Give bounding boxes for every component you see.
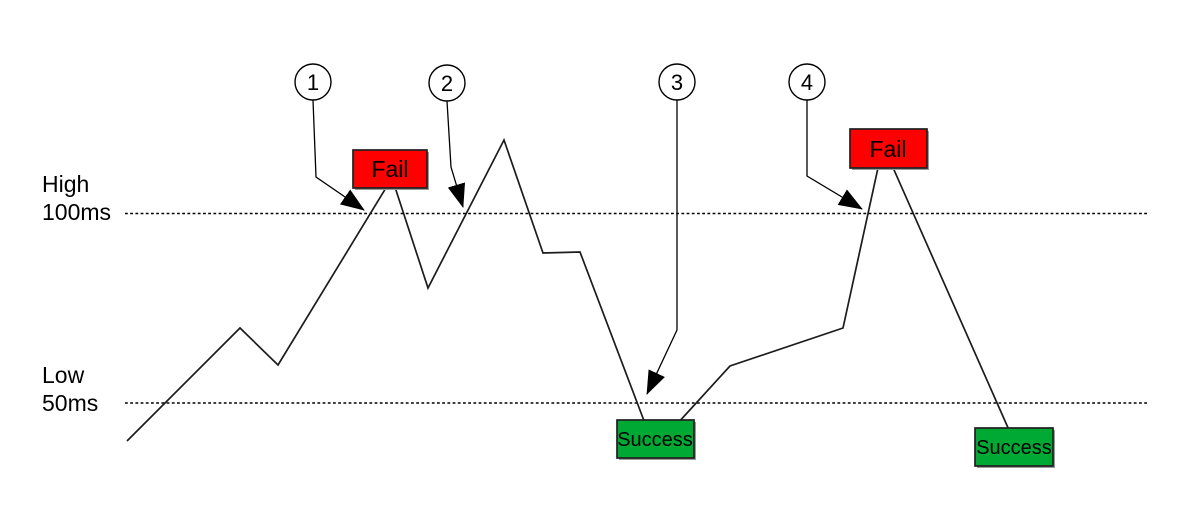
- success-box-2-label: Success: [976, 437, 1052, 459]
- success-box-2-rect: [974, 427, 1054, 467]
- fail-box-1: Fail: [352, 149, 429, 190]
- callout-2-pointer-line: [446, 100, 466, 208]
- fail-box-1-label: Fail: [371, 156, 408, 182]
- high-threshold-label-line1: High: [42, 171, 89, 197]
- fail-box-2-label: Fail: [869, 136, 906, 162]
- callout-1-number: 1: [307, 70, 319, 95]
- success-box-2: Success: [974, 427, 1055, 468]
- callout-2-circle: [428, 64, 466, 102]
- callout-1-pointer-line: [312, 99, 365, 211]
- fail-box-2: Fail: [849, 128, 929, 170]
- success-box-1: Success: [616, 419, 696, 460]
- callout-3-pointer-line: [646, 100, 678, 395]
- callout-4-circle: [788, 63, 826, 101]
- high-threshold-label-line2: 100ms: [42, 199, 111, 225]
- callout-4-number: 4: [801, 70, 813, 95]
- low-threshold-label-line2: 50ms: [42, 390, 98, 416]
- callout-1: 1: [294, 63, 365, 211]
- low-threshold-label-line1: Low: [42, 362, 85, 388]
- fail-box-1-rect: [352, 149, 428, 189]
- callout-3-circle: [658, 63, 696, 101]
- callout-3-number: 3: [671, 70, 683, 95]
- callout-4: 4: [788, 63, 863, 210]
- callout-1-circle: [294, 63, 332, 101]
- latency-signal-line: [126, 137, 1010, 442]
- callout-3: 3: [646, 63, 696, 395]
- callout-4-pointer-line: [806, 100, 863, 210]
- callout-2-number: 2: [441, 71, 453, 96]
- callout-2: 2: [428, 64, 466, 208]
- fail-box-2-rect: [849, 128, 928, 169]
- success-box-1-rect: [616, 419, 695, 459]
- success-box-1-label: Success: [617, 429, 693, 451]
